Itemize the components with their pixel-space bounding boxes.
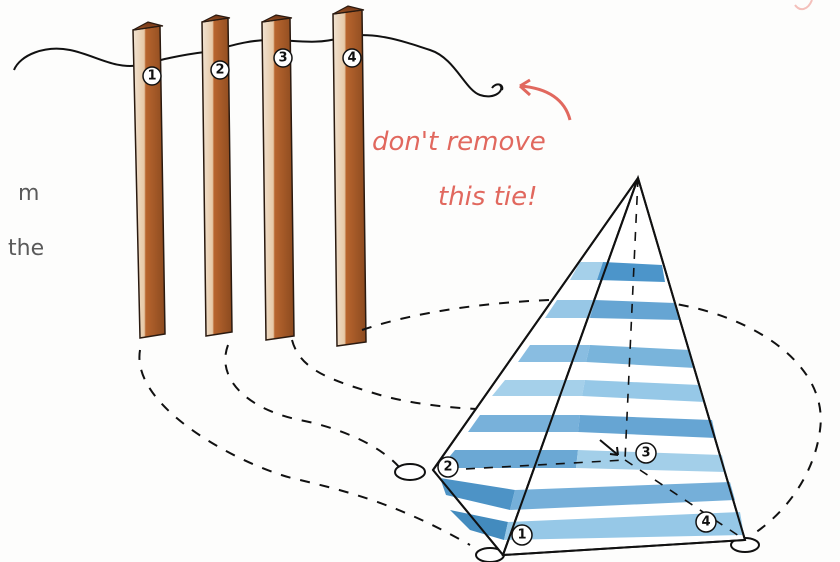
pole-4: 4 — [333, 6, 366, 346]
pyramid-tent: 1 2 3 4 — [433, 178, 745, 555]
ground-loop-2 — [395, 464, 425, 480]
corner-3-label: 3 — [641, 446, 650, 461]
side-text-line1: m — [18, 181, 39, 206]
side-text-line2: the — [8, 236, 44, 261]
pole-2: 2 — [202, 15, 232, 336]
pole-3: 3 — [262, 15, 294, 340]
pole-1: 1 — [133, 22, 165, 338]
pole-2-label: 2 — [215, 63, 224, 78]
corner-1-label: 1 — [517, 528, 526, 543]
pole-3-label: 3 — [278, 51, 287, 66]
annotation-line2: this tie! — [438, 182, 538, 212]
decorative-mark — [795, 0, 812, 9]
annotation-line1: don't remove — [372, 127, 546, 157]
pole-4-label: 4 — [347, 51, 356, 66]
corner-2-label: 2 — [443, 460, 452, 475]
corner-4-label: 4 — [701, 515, 710, 530]
tie-rope — [14, 35, 501, 96]
pole-1-label: 1 — [147, 69, 156, 84]
